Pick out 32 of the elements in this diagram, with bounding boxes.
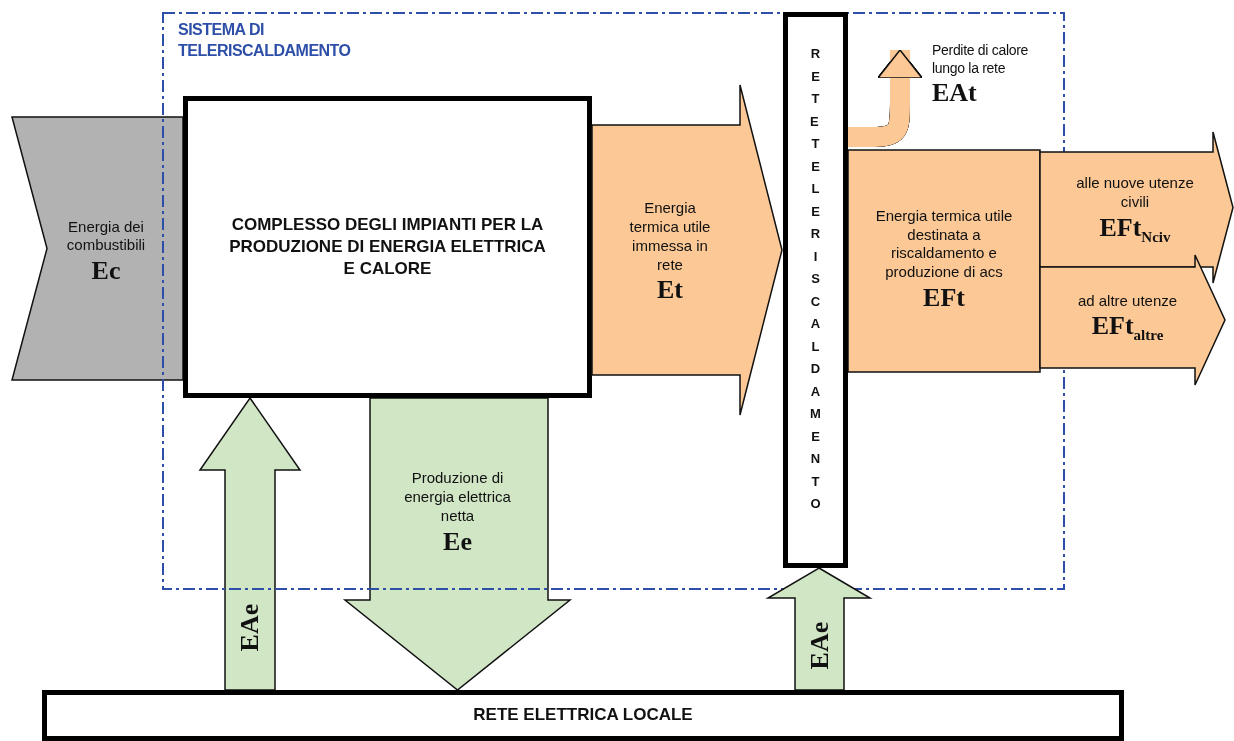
energy-symbol: EFt$_{altre}$: [1091, 310, 1164, 345]
system-boundary: [162, 12, 1065, 590]
energy-symbol: EAe: [803, 622, 835, 670]
energy-symbol: EFt$_{Nciv}$: [1099, 211, 1171, 246]
up-arrow: [200, 398, 300, 690]
up-arrow: [768, 568, 870, 690]
flow-label: Energia dei combustibili: [65, 217, 147, 256]
box-label: RETE ELETTRICA LOCALE: [473, 704, 693, 727]
vertical-label: RETE TELERISCALDAMENTO: [809, 45, 821, 513]
energy-symbol: EFt: [923, 281, 965, 314]
energy-symbol: Ee: [443, 525, 472, 557]
energy-symbol: Et: [657, 274, 683, 306]
flow-arrow: [1040, 132, 1234, 283]
plant-box: [183, 96, 592, 398]
system-title: SISTEMA DI TELERISCALDAMENTO: [178, 20, 352, 61]
flow-label: ad altre utenze: [1077, 291, 1178, 311]
box-label: COMPLESSO DEGLI IMPIANTI PER LA PRODUZIONE DI ENERGIA ELETTRICA E CALORE: [228, 213, 547, 281]
energy-symbol: EAe: [234, 604, 266, 652]
energy-symbol: Ec: [91, 255, 121, 287]
energy-symbol: EAt: [932, 77, 977, 109]
input-arrow: [12, 117, 183, 380]
flow-band: [848, 150, 1040, 372]
flow-arrow: [592, 85, 783, 415]
flow-label: Energia termica utile immessa in rete: [628, 199, 712, 275]
flow-label: Perdite di calore lungo la rete: [932, 42, 1030, 77]
flow-label: Energia termica utile destinata a riscaldamento e produzione di acs: [874, 206, 1014, 282]
down-arrow: [345, 398, 570, 690]
flow-arrow: [1040, 255, 1226, 385]
flow-label: Produzione di energia elettrica netta: [403, 469, 512, 526]
network-bar: [783, 12, 848, 568]
grid-box: [42, 690, 1124, 741]
flow-label: alle nuove utenze civili: [1075, 174, 1195, 212]
